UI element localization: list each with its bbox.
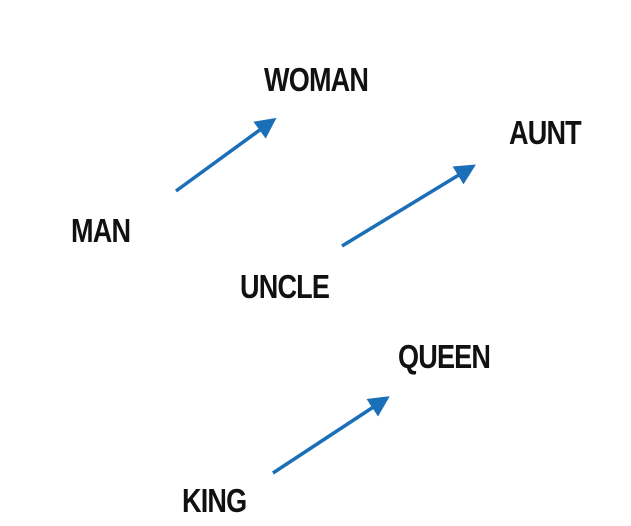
word-king: KING: [182, 482, 247, 519]
arrow-man-to-woman: [174, 117, 277, 193]
arrow-uncle-to-aunt: [341, 164, 476, 248]
word-uncle: UNCLE: [240, 268, 330, 305]
arrow-king-to-queen: [272, 396, 390, 475]
word-woman: WOMAN: [264, 61, 369, 98]
word-queen: QUEEN: [398, 338, 491, 375]
word-man: MAN: [71, 212, 131, 249]
word-aunt: AUNT: [509, 114, 582, 151]
